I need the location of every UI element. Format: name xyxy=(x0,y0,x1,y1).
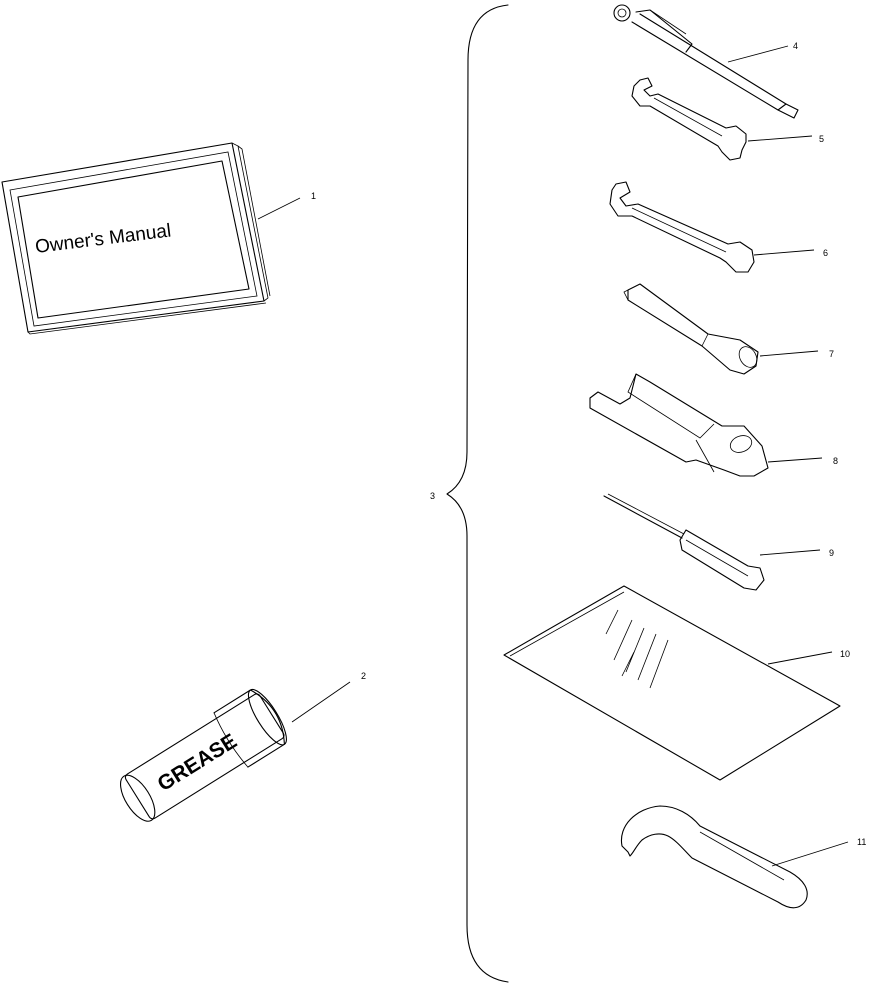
callout-8: 8 xyxy=(833,456,838,466)
callout-7: 7 xyxy=(829,349,834,359)
leader-line-6 xyxy=(753,249,815,256)
socket-wrench-illustration xyxy=(623,283,759,375)
large-wrench-illustration xyxy=(609,181,755,273)
callout-2: 2 xyxy=(361,671,366,681)
callout-11: 11 xyxy=(857,837,866,847)
leader-line-11 xyxy=(771,841,849,867)
tool-kit-brace xyxy=(446,4,509,983)
screwdriver-illustration xyxy=(603,493,765,591)
small-wrench-illustration xyxy=(631,77,747,161)
callout-5: 5 xyxy=(819,134,824,144)
manual-cover-title: Owner's Manual xyxy=(34,220,172,258)
owners-manual-illustration: Owner's Manual xyxy=(1,142,271,335)
leader-line-10 xyxy=(767,651,833,665)
leader-line-1 xyxy=(257,197,301,220)
grease-tube-text: GREASE xyxy=(154,730,241,797)
callout-9: 9 xyxy=(829,548,834,558)
pouch-tool-illustration xyxy=(589,373,769,477)
leader-line-8 xyxy=(767,457,823,463)
tool-bag-illustration xyxy=(503,585,841,781)
grease-tube-illustration: GREASE xyxy=(120,688,287,822)
callout-6: 6 xyxy=(823,248,828,258)
callout-4: 4 xyxy=(793,41,798,51)
callout-3: 3 xyxy=(430,491,435,501)
spanner-wrench-illustration xyxy=(620,805,808,909)
leader-line-9 xyxy=(759,549,821,556)
callout-1: 1 xyxy=(311,191,316,201)
leader-line-7 xyxy=(759,350,819,357)
leader-line-5 xyxy=(747,135,813,142)
plug-wrench-handle-illustration xyxy=(613,4,799,119)
leader-line-2 xyxy=(291,681,351,723)
callout-10: 10 xyxy=(840,649,850,659)
leader-line-4 xyxy=(727,45,789,63)
